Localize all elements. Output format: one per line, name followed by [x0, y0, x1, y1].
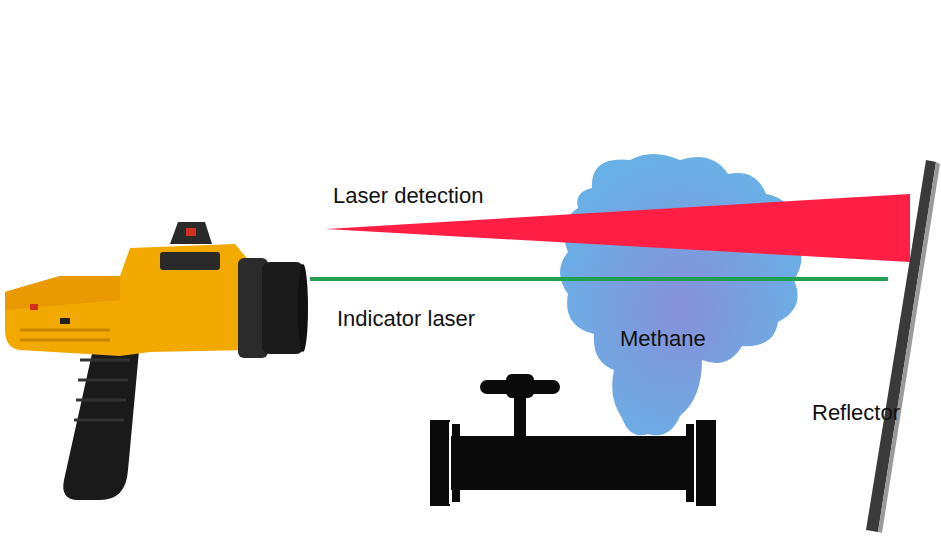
- reflector-plate: [866, 160, 940, 533]
- part-label: Reflector: [812, 400, 900, 425]
- cloud-shape: [552, 148, 810, 440]
- pipe: [430, 420, 716, 506]
- beam-label: Indicator laser: [337, 306, 475, 331]
- beam-label: Laser detection: [333, 183, 483, 208]
- node-label: Methane: [620, 326, 706, 351]
- laser-detector-gun: [5, 222, 308, 500]
- valve: [480, 374, 560, 438]
- methane-cloud: Methane: [552, 148, 810, 440]
